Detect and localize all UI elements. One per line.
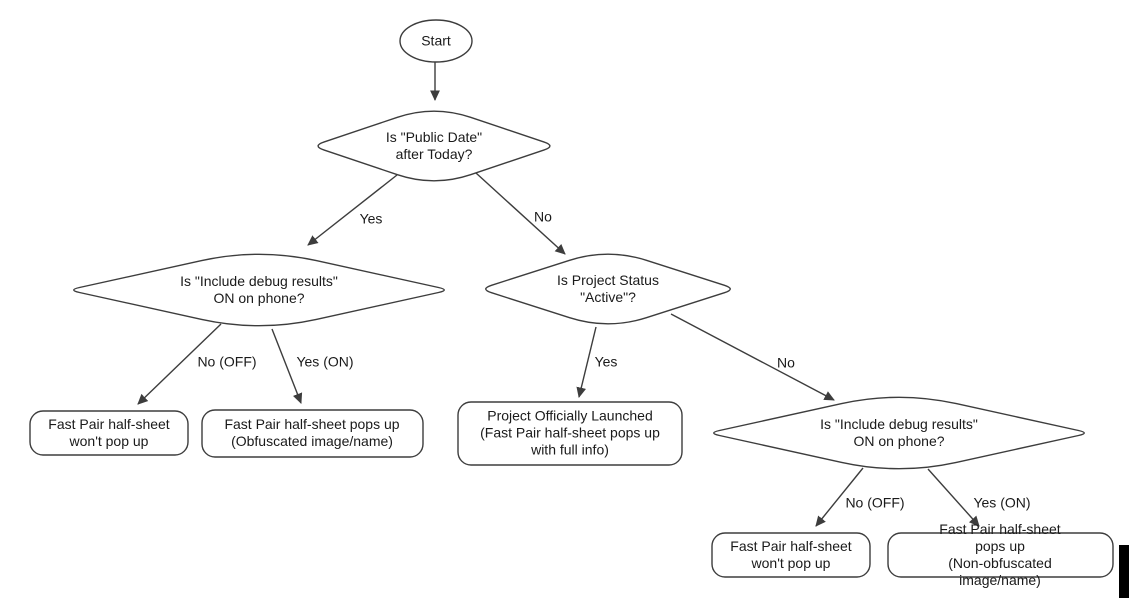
non-obfuscated-popup-result-label: Fast Pair half-sheet pops up (Non-obfusc… xyxy=(939,521,1061,588)
start-node xyxy=(399,19,473,63)
debug-results-right-decision xyxy=(713,396,1085,470)
edge-debug-left-yes xyxy=(271,328,303,404)
non-obfuscated-popup-result xyxy=(887,532,1114,578)
edge-public-date-yes xyxy=(307,174,398,246)
no-popup-right-result-label: Fast Pair half-sheet won't pop up xyxy=(730,538,852,571)
edge-project-status-no xyxy=(670,313,835,401)
edge-label-debug-left-yes: Yes (ON) xyxy=(296,353,354,370)
edge-label-project-status-no: No xyxy=(777,354,795,371)
edge-label-debug-left-no: No (OFF) xyxy=(197,353,257,370)
obfuscated-popup-result xyxy=(201,409,424,458)
edge-label-debug-right-yes: Yes (ON) xyxy=(973,494,1031,511)
edge-debug-right-yes xyxy=(927,468,980,527)
public-date-decision-label: Is "Public Date" after Today? xyxy=(385,129,483,162)
launched-result xyxy=(457,401,683,466)
no-popup-left-result-label: Fast Pair half-sheet won't pop up xyxy=(48,416,170,449)
debug-results-right-decision-label: Is "Include debug results" ON on phone? xyxy=(820,416,978,449)
edge-project-status-yes xyxy=(576,326,597,398)
start-node-label: Start xyxy=(421,32,451,49)
public-date-decision xyxy=(317,110,551,182)
edge-debug-left-no xyxy=(137,323,222,405)
edge-label-public-date-no: No xyxy=(534,208,552,225)
project-status-decision xyxy=(485,253,731,325)
launched-result-label: Project Officially Launched (Fast Pair h… xyxy=(480,407,660,458)
no-popup-left-result xyxy=(29,410,189,456)
no-popup-right-result xyxy=(711,532,871,578)
edge-label-debug-right-no: No (OFF) xyxy=(845,494,905,511)
obfuscated-popup-result-label: Fast Pair half-sheet pops up (Obfuscated… xyxy=(224,416,400,449)
text-cursor xyxy=(1119,545,1129,598)
edge-public-date-no xyxy=(475,172,566,255)
debug-results-left-decision-label: Is "Include debug results" ON on phone? xyxy=(180,273,338,306)
edge-label-public-date-yes: Yes xyxy=(359,210,383,227)
debug-results-left-decision xyxy=(73,253,445,327)
edge-debug-right-no xyxy=(815,467,864,527)
edge-label-project-status-yes: Yes xyxy=(594,353,618,370)
project-status-decision-label: Is Project Status "Active"? xyxy=(557,272,659,305)
